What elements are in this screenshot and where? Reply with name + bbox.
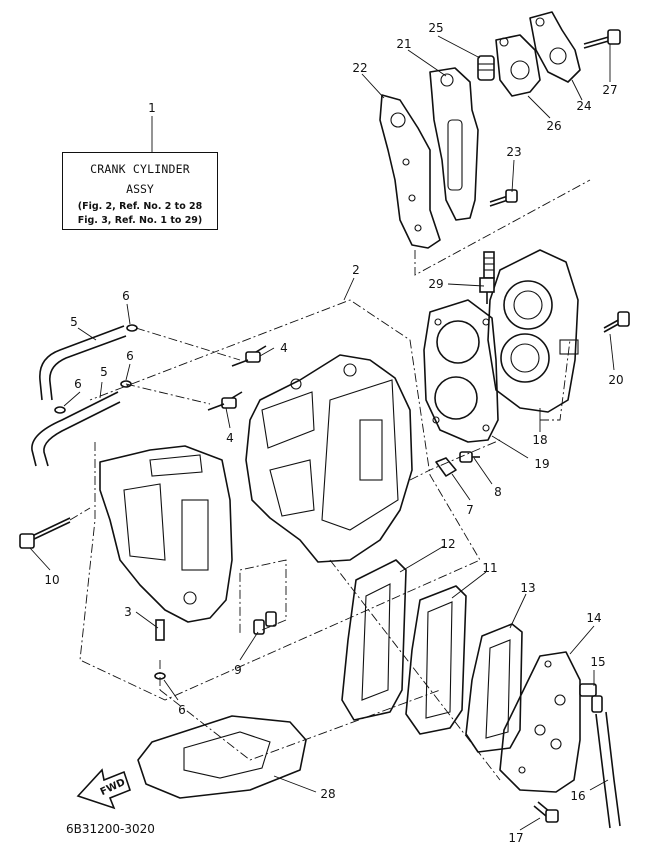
bolt-23 <box>489 189 518 207</box>
hose-5-upper <box>39 325 127 401</box>
callout-26: 26 <box>546 119 561 133</box>
assembly-link-dowels <box>239 559 287 634</box>
gasket-13 <box>465 623 523 753</box>
callout-29: 29 <box>428 277 443 291</box>
callout-25: 25 <box>428 21 443 35</box>
fwd-arrow: FWD <box>76 768 131 810</box>
o-ring-6-mid <box>120 380 132 388</box>
spark-plug-29 <box>479 251 495 304</box>
dowel-pins-9 <box>253 611 277 635</box>
assembly-boundary <box>79 299 481 701</box>
o-ring-6-bottom <box>154 672 166 680</box>
callout-16: 16 <box>570 789 585 803</box>
thermostat-cover-24 <box>529 11 581 83</box>
bolt-10 <box>19 517 71 549</box>
callout-1: 1 <box>148 101 156 115</box>
bolt-17 <box>533 801 559 823</box>
assembly-ref-line2: Fig. 3, Ref. No. 1 to 29) <box>77 215 203 226</box>
callout-28: 28 <box>320 787 335 801</box>
callout-7: 7 <box>466 503 474 517</box>
assembly-link-head <box>409 439 501 481</box>
callout-2: 2 <box>352 263 360 277</box>
hose-5-lower <box>31 391 121 467</box>
callout-6-b: 6 <box>126 349 134 363</box>
callout-5-lower: 5 <box>100 365 108 379</box>
hose-link-upper <box>135 327 241 361</box>
assembly-link-bottom <box>159 689 441 761</box>
crankcase-left-half <box>99 445 233 623</box>
elbow-15 <box>579 683 603 713</box>
bolt-link <box>69 507 91 521</box>
callout-15: 15 <box>590 655 605 669</box>
callout-17: 17 <box>508 831 523 845</box>
fitting-4a <box>231 345 267 367</box>
assembly-ref-line1: (Fig. 2, Ref. No. 2 to 28 <box>77 201 203 212</box>
callout-8: 8 <box>494 485 502 499</box>
callout-4-upper: 4 <box>280 341 288 355</box>
crankcase-2 <box>245 354 413 563</box>
bolt-27 <box>583 29 621 49</box>
callout-6-a: 6 <box>122 289 130 303</box>
callout-6-c: 6 <box>74 377 82 391</box>
gasket-12 <box>341 559 407 721</box>
callout-24: 24 <box>576 99 591 113</box>
assembly-link-cover <box>329 559 501 781</box>
callouts: 1 2 3 4 4 5 5 6 6 6 6 7 8 9 10 11 12 13 … <box>44 21 623 845</box>
thermostat-gasket-26 <box>495 34 541 97</box>
hose-link-lower <box>125 383 211 405</box>
assembly-link-top <box>414 179 591 276</box>
callout-23: 23 <box>506 145 521 159</box>
assembly-title-box: CRANK CYLINDER ASSY (Fig. 2, Ref. No. 2 … <box>62 152 218 230</box>
o-ring-6-top <box>126 324 138 332</box>
callout-19: 19 <box>534 457 549 471</box>
callout-6-d: 6 <box>178 703 186 717</box>
callout-22: 22 <box>352 61 367 75</box>
assembly-title-line1: CRANK CYLINDER <box>90 162 190 176</box>
callout-5-upper: 5 <box>70 315 78 329</box>
bracket-7 <box>435 457 457 477</box>
assembly-title-line2: ASSY <box>126 182 154 196</box>
fitting-4b <box>207 391 243 411</box>
o-ring-6-left <box>54 406 66 414</box>
callout-10: 10 <box>44 573 59 587</box>
callout-14: 14 <box>586 611 601 625</box>
cylinder-cover-gasket-22 <box>379 94 441 249</box>
callout-21: 21 <box>396 37 411 51</box>
hose-16 <box>595 711 621 829</box>
callout-13: 13 <box>520 581 535 595</box>
pin-3 <box>155 619 165 641</box>
bolt-20 <box>603 311 630 333</box>
callout-12: 12 <box>440 537 455 551</box>
cover-11 <box>405 585 467 735</box>
callout-9: 9 <box>234 663 242 677</box>
diagram-code: 6B31200-3020 <box>66 822 155 836</box>
callout-20: 20 <box>608 373 623 387</box>
leader-lines <box>29 35 615 831</box>
callout-3: 3 <box>124 605 132 619</box>
cylinder-head-18 <box>487 249 579 413</box>
callout-11: 11 <box>482 561 497 575</box>
cover-14 <box>499 651 581 793</box>
bolt-8 <box>459 451 480 463</box>
callout-27: 27 <box>602 83 617 97</box>
gasket-28 <box>137 715 307 799</box>
head-gasket-19 <box>423 299 499 443</box>
thermostat-25 <box>477 55 495 81</box>
cylinder-link <box>540 339 571 421</box>
callout-4-lower: 4 <box>226 431 234 445</box>
cylinder-cover-21 <box>429 67 479 221</box>
callout-18: 18 <box>532 433 547 447</box>
